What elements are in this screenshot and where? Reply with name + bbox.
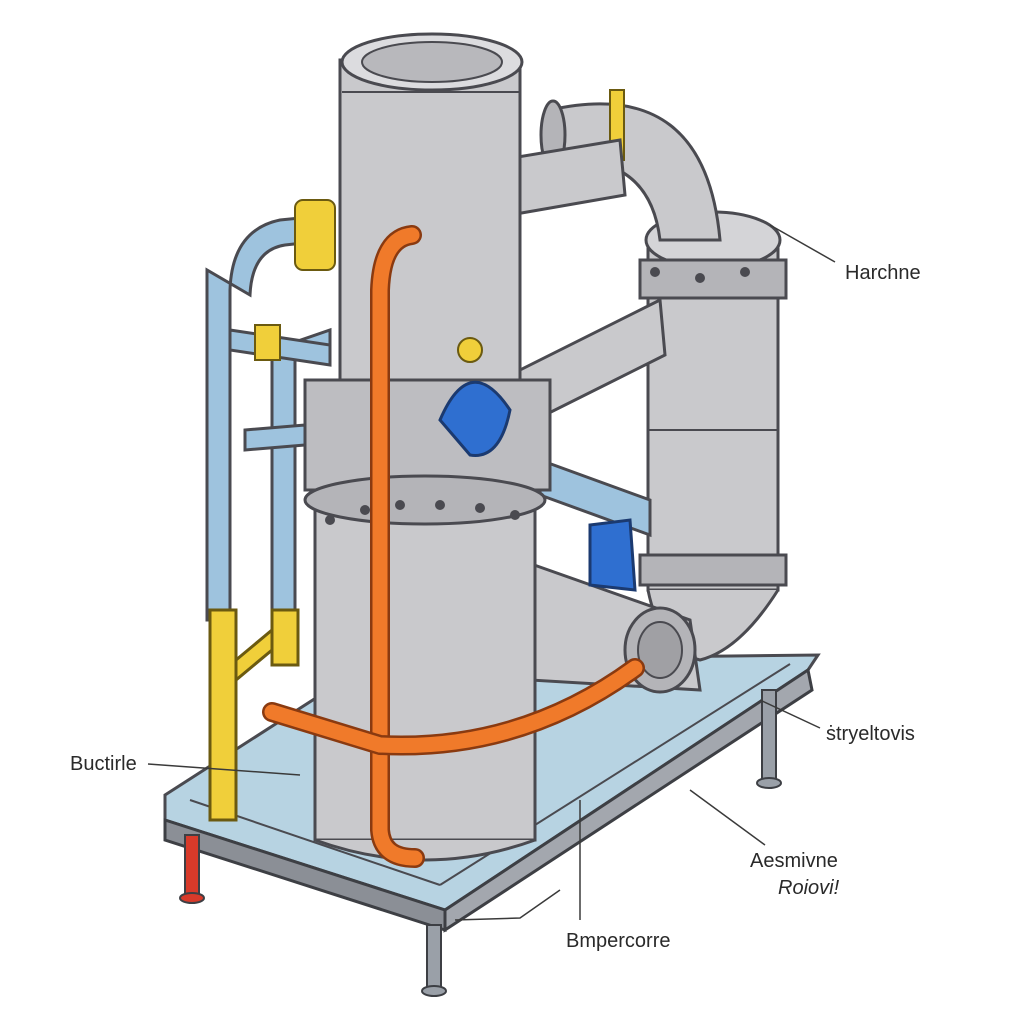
- callout-line-bmper-2: [454, 889, 561, 921]
- callout-line-buct: [147, 763, 301, 776]
- orange-pipe: [262, 225, 645, 868]
- leg-front-center: [426, 924, 442, 991]
- right-vessel: [638, 210, 788, 662]
- support-legs: [179, 689, 782, 997]
- label-aesmivne: Aesmivne: [750, 850, 838, 872]
- label-strye: ṡtryeltovis: [826, 723, 915, 745]
- yellow-pipes: [208, 199, 336, 822]
- label-bmpercorre: Bmpercorre: [566, 930, 671, 952]
- callout-line-aes: [689, 789, 766, 846]
- main-vessel: [303, 32, 552, 862]
- label-harchne: Harchne: [845, 262, 921, 284]
- blue-valve: [438, 337, 637, 592]
- callout-line-strye: [759, 699, 821, 729]
- flange-bolts: [325, 267, 750, 525]
- label-roiovi: Roiovi!: [778, 877, 840, 899]
- leg-front-left: [184, 834, 200, 898]
- label-buctirle: Buctirle: [70, 753, 137, 775]
- callout-line-harchne: [769, 224, 836, 263]
- callout-lines: [147, 224, 836, 921]
